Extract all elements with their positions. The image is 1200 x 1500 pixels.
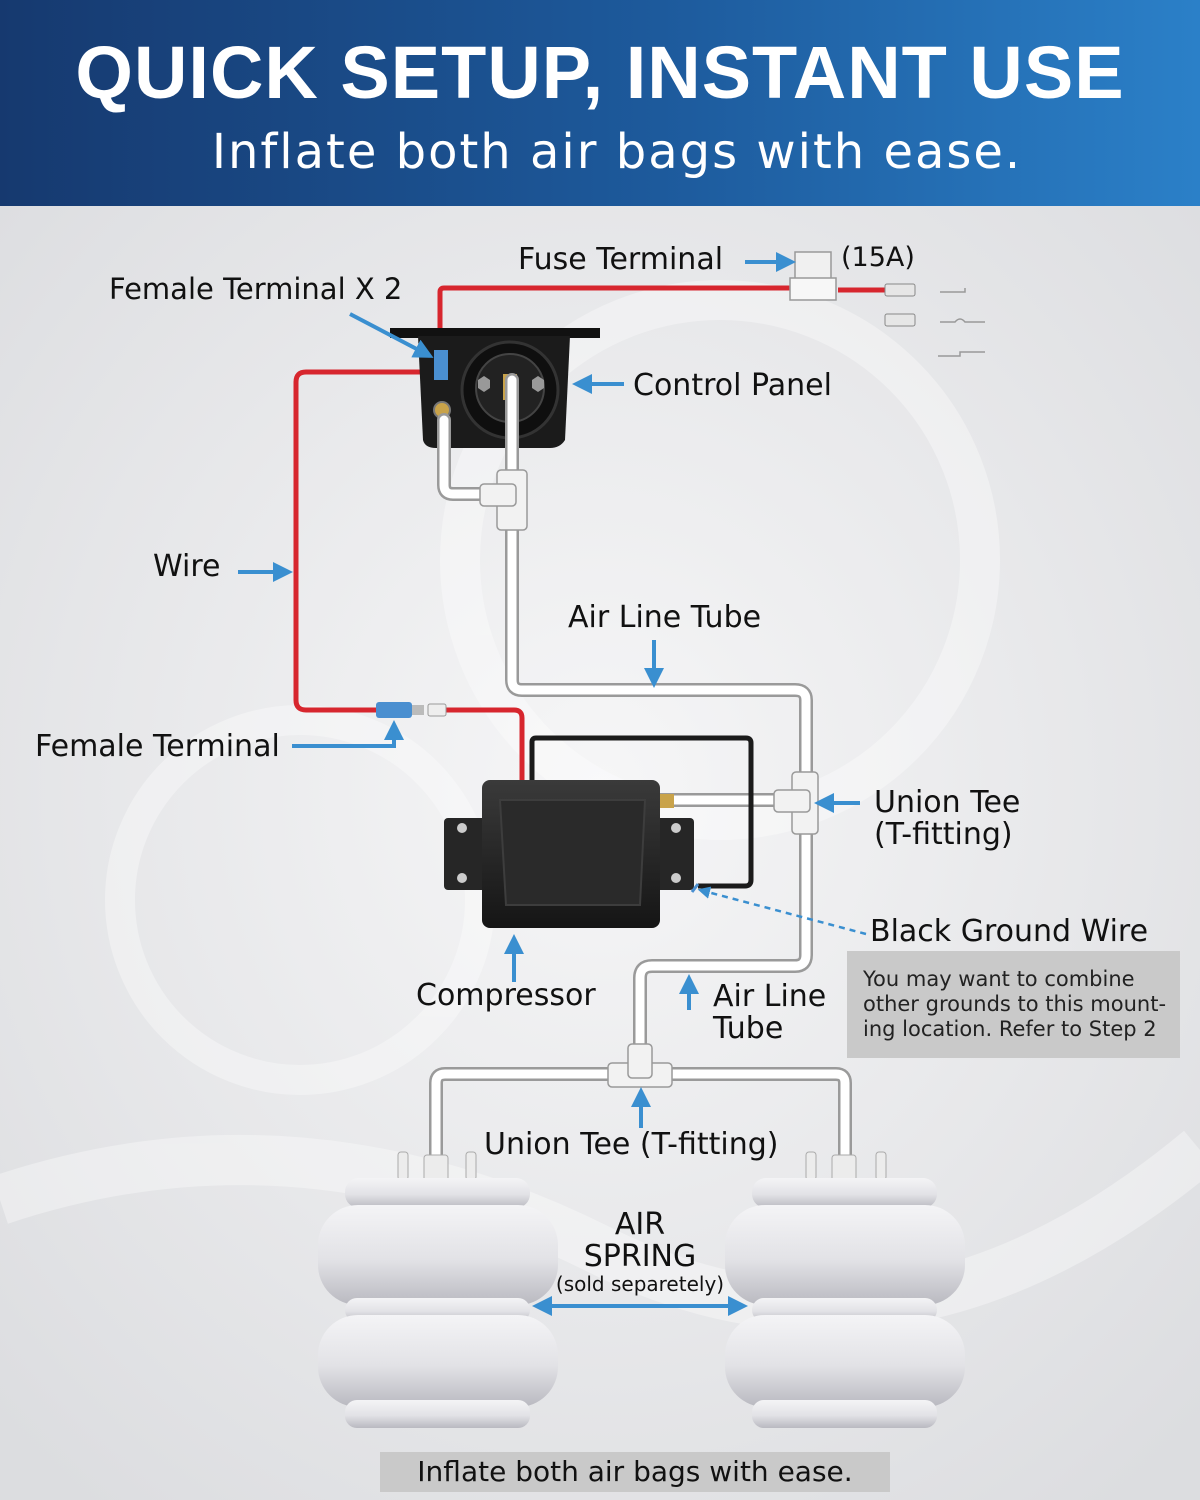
t-fitting-upper bbox=[479, 469, 528, 531]
arrow-female-terminal-x2 bbox=[349, 312, 434, 358]
label-air-spring: AIR bbox=[614, 1207, 666, 1242]
label-air-line-tube-top: Air Line Tube bbox=[568, 600, 762, 635]
label-black-ground-wire: Black Ground Wire bbox=[870, 914, 1149, 949]
label-compressor: Compressor bbox=[416, 978, 596, 1013]
note-line-3: ing location. Refer to Step 2 bbox=[863, 1017, 1157, 1041]
label-wire: Wire bbox=[153, 549, 221, 584]
label-union-tee-right-sub: (T-fitting) bbox=[874, 817, 1013, 852]
label-fuse-rating: (15A) bbox=[841, 242, 915, 273]
ground-wire-note: You may want to combine other grounds to… bbox=[847, 951, 1180, 1058]
air-spring-left bbox=[318, 1151, 558, 1428]
page-title: QUICK SETUP, INSTANT USE bbox=[75, 31, 1125, 114]
label-air-line-tube-bottom-sub: Tube bbox=[713, 1011, 784, 1046]
label-fuse-terminal: Fuse Terminal bbox=[518, 242, 724, 277]
label-air-spring-sub: SPRING bbox=[583, 1239, 697, 1274]
female-terminal-connector bbox=[376, 702, 447, 718]
pointer-arrows bbox=[238, 252, 860, 1128]
wire bbox=[293, 369, 440, 713]
arrow-black-ground-wire bbox=[697, 886, 867, 936]
header-banner: QUICK SETUP, INSTANT USE Inflate both ai… bbox=[0, 0, 1200, 206]
footer-caption: Inflate both air bags with ease. bbox=[380, 1452, 890, 1492]
label-control-panel: Control Panel bbox=[633, 368, 832, 403]
label-female-terminal: Female Terminal bbox=[35, 729, 280, 764]
label-air-spring-note: (sold separetely) bbox=[555, 1272, 725, 1296]
union-tee-bottom bbox=[607, 1043, 673, 1088]
air-spring-right bbox=[725, 1151, 965, 1428]
label-union-tee-right: Union Tee bbox=[874, 785, 1021, 820]
note-line-2: other grounds to this mount- bbox=[863, 992, 1167, 1016]
control-panel bbox=[390, 328, 600, 448]
label-air-line-tube-bottom: Air Line bbox=[713, 979, 827, 1014]
page-subtitle: Inflate both air bags with ease. bbox=[211, 124, 1023, 180]
compressor bbox=[444, 735, 754, 928]
label-female-terminal-x2: Female Terminal X 2 bbox=[109, 272, 403, 306]
union-tee-right bbox=[773, 771, 819, 835]
background-texture bbox=[0, 280, 1200, 1332]
arrow-female-terminal bbox=[292, 720, 404, 748]
fuse-wire bbox=[437, 285, 790, 355]
compressor-wire bbox=[446, 707, 525, 782]
label-union-tee-bottom: Union Tee (T-fitting) bbox=[484, 1127, 779, 1162]
note-line-1: You may want to combine bbox=[863, 967, 1135, 991]
